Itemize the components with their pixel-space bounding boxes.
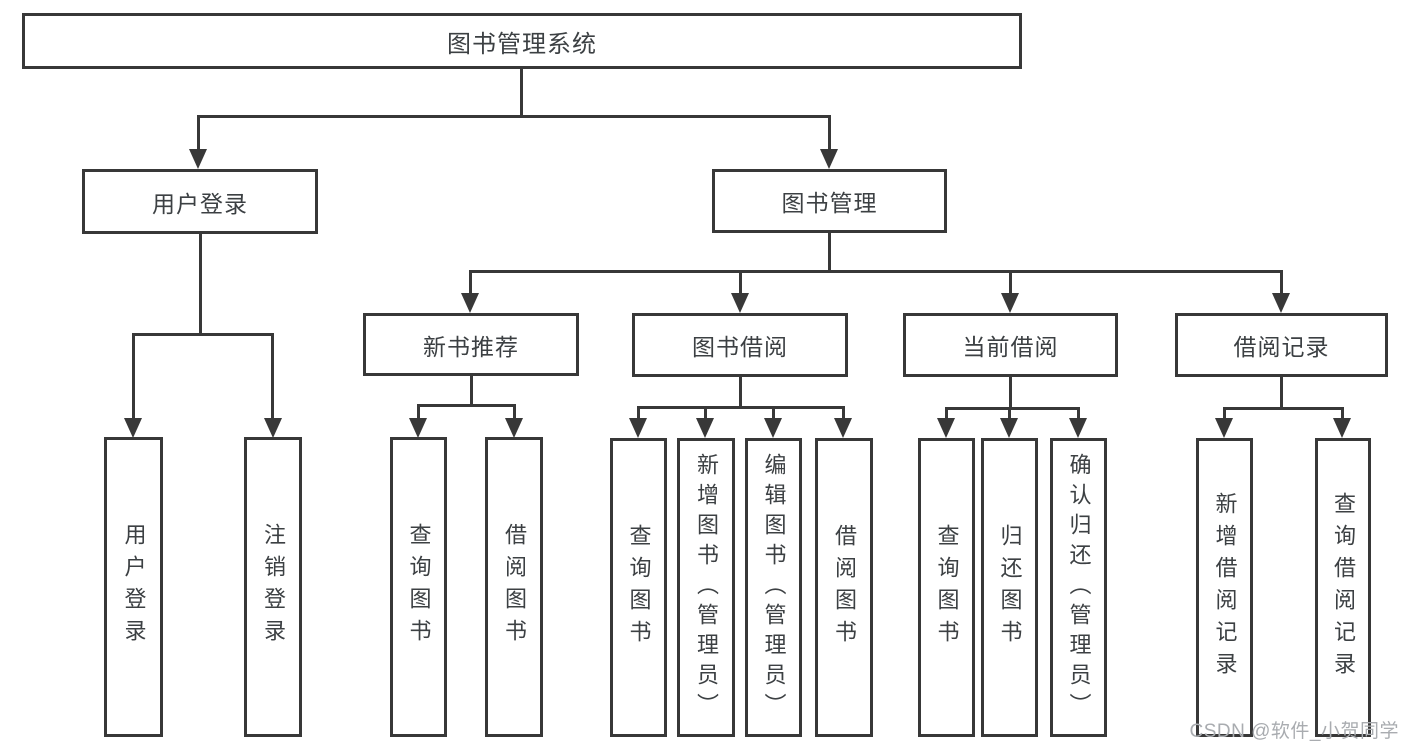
leaf-return-book-label: 归还图书 (997, 523, 1023, 652)
arrow-down-icon (820, 149, 838, 169)
arrow-down-icon (409, 418, 427, 438)
arrow-down-icon (1001, 293, 1019, 313)
leaf-borrow-book-borrow: 借阅图书 (815, 438, 873, 737)
edge-user-login-stem (199, 234, 202, 335)
edge-book-borrow-rail (637, 406, 845, 409)
arrow-down-icon (937, 418, 955, 438)
edge-leaf (772, 406, 775, 419)
node-book-borrow: 图书借阅 (632, 313, 848, 377)
node-borrow-records-label: 借阅记录 (1233, 334, 1330, 360)
edge-book-borrow-stem (739, 377, 742, 407)
leaf-add-borrow-record-label: 新增借阅记录 (1212, 491, 1238, 684)
edge-leaf (945, 407, 948, 419)
arrow-down-icon (189, 149, 207, 169)
edge-to-new-book-rec (469, 270, 472, 294)
node-current-borrow: 当前借阅 (903, 313, 1118, 377)
node-new-book-rec: 新书推荐 (363, 313, 579, 376)
leaf-return-book: 归还图书 (981, 438, 1038, 737)
arrow-down-icon (1272, 293, 1290, 313)
edge-to-book-mgmt (828, 115, 831, 149)
edge-leaf (1223, 407, 1226, 419)
edge-to-user-login (197, 115, 200, 149)
leaf-query-book-borrow-label: 查询图书 (626, 523, 652, 652)
node-root-label: 图书管理系统 (447, 30, 597, 58)
arrow-down-icon (1215, 418, 1233, 438)
node-user-login: 用户登录 (82, 169, 318, 234)
edge-leaf (1341, 407, 1344, 419)
leaf-logout-label: 注销登录 (261, 523, 286, 651)
arrow-down-icon (461, 293, 479, 313)
edge-current-borrow-rail (945, 407, 1079, 410)
edge-to-leaf-user-login (132, 333, 135, 418)
edge-current-borrow-stem (1009, 377, 1012, 408)
arrow-down-icon (264, 418, 282, 438)
arrow-down-icon (731, 293, 749, 313)
arrow-down-icon (764, 418, 782, 438)
leaf-borrow-book-rec-label: 借阅图书 (502, 523, 527, 651)
edge-to-current-borrow (1009, 270, 1012, 294)
arrow-down-icon (629, 418, 647, 438)
edge-root-rail (197, 115, 831, 118)
edge-root-stem (520, 69, 523, 118)
node-user-login-label: 用户登录 (152, 190, 248, 217)
leaf-add-borrow-record: 新增借阅记录 (1196, 438, 1253, 737)
edge-leaf (637, 406, 640, 419)
arrow-down-icon (505, 418, 523, 438)
edge-new-book-rec-stem (470, 376, 473, 406)
edge-leaf (842, 406, 845, 419)
node-book-mgmt: 图书管理 (712, 169, 947, 233)
arrow-down-icon (834, 418, 852, 438)
edge-to-borrow-records (1280, 270, 1283, 294)
edge-book-mgmt-stem (828, 233, 831, 273)
edge-leaf (1008, 407, 1011, 419)
edge-leaf (513, 404, 516, 418)
csdn-watermark: CSDN @软件_小贺同学 (1189, 721, 1399, 742)
node-book-mgmt-label: 图书管理 (781, 190, 878, 216)
leaf-edit-book-admin: 编辑图书（管理员） (745, 438, 802, 737)
edge-leaf (704, 406, 707, 419)
edge-borrow-records-rail (1223, 407, 1344, 410)
node-root: 图书管理系统 (22, 13, 1022, 69)
leaf-logout: 注销登录 (244, 437, 302, 737)
node-book-borrow-label: 图书借阅 (692, 334, 788, 360)
leaf-confirm-return-admin-label: 确认归还（管理员） (1066, 452, 1092, 723)
leaf-user-login: 用户登录 (104, 437, 163, 737)
arrow-down-icon (696, 418, 714, 438)
edge-book-mgmt-rail (469, 270, 1282, 273)
leaf-query-borrow-record: 查询借阅记录 (1315, 438, 1371, 737)
leaf-borrow-book-borrow-label: 借阅图书 (832, 523, 857, 652)
node-borrow-records: 借阅记录 (1175, 313, 1388, 377)
leaf-edit-book-admin-label: 编辑图书（管理员） (761, 452, 787, 723)
node-new-book-rec-label: 新书推荐 (423, 333, 519, 360)
leaf-query-borrow-record-label: 查询借阅记录 (1331, 491, 1356, 684)
arrow-down-icon (1333, 418, 1351, 438)
arrow-down-icon (1069, 418, 1087, 438)
edge-to-leaf-logout (271, 333, 274, 418)
edge-borrow-records-stem (1280, 377, 1283, 408)
leaf-borrow-book-rec: 借阅图书 (485, 437, 543, 737)
leaf-user-login-label: 用户登录 (121, 523, 147, 651)
edge-leaf (417, 404, 420, 418)
edge-leaf (1077, 407, 1080, 419)
leaf-query-book-current: 查询图书 (918, 438, 975, 737)
arrow-down-icon (1000, 418, 1018, 438)
leaf-query-book-current-label: 查询图书 (934, 523, 960, 652)
edge-user-login-rail (132, 333, 274, 336)
leaf-add-book-admin-label: 新增图书（管理员） (694, 452, 719, 723)
arrow-down-icon (124, 418, 142, 438)
leaf-confirm-return-admin: 确认归还（管理员） (1050, 438, 1107, 737)
leaf-query-book-borrow: 查询图书 (610, 438, 667, 737)
edge-new-book-rec-rail (417, 404, 516, 407)
leaf-query-book-rec: 查询图书 (390, 437, 447, 737)
node-current-borrow-label: 当前借阅 (962, 334, 1059, 360)
leaf-query-book-rec-label: 查询图书 (406, 523, 432, 651)
edge-to-book-borrow (739, 270, 742, 294)
leaf-add-book-admin: 新增图书（管理员） (677, 438, 735, 737)
